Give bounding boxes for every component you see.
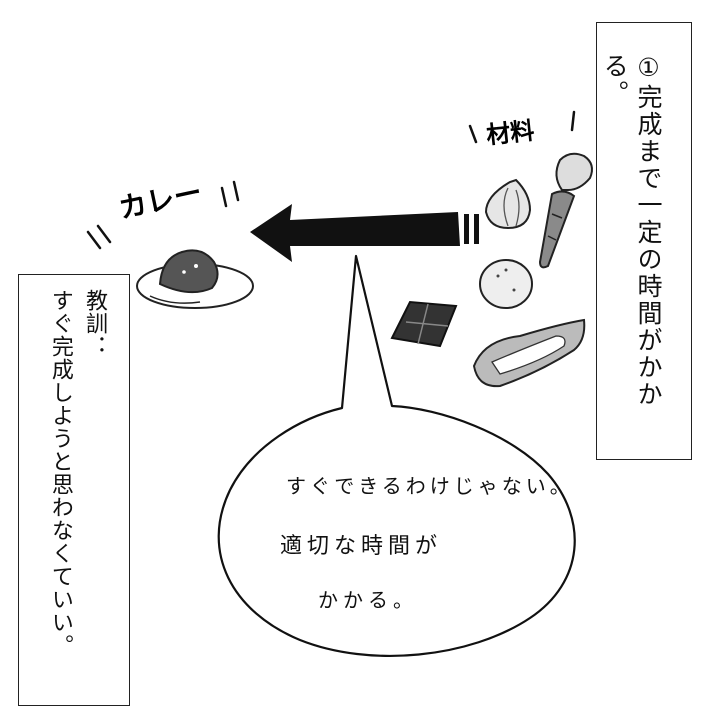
ingredients-label: 材料 <box>485 117 536 150</box>
step-caption-box: ①完成まで一定の時間がかかる。 <box>596 22 692 460</box>
bubble-text-line-1: すぐできるわけじゃない。 <box>286 474 574 498</box>
bubble-text-line-3: かかる。 <box>318 588 418 612</box>
step-caption-text: ①完成まで一定の時間がかかる。 <box>600 53 663 408</box>
carrot-icon <box>538 152 593 269</box>
curry-emphasis-marks <box>86 180 240 250</box>
curry-plate-icon <box>136 249 254 309</box>
meat-icon <box>472 318 586 388</box>
ingredients-emphasis-marks <box>468 110 576 144</box>
lesson-caption-box: 教訓： すぐ完成しようと思わなくていい。 <box>18 274 130 706</box>
curry-label: カレー <box>116 175 205 225</box>
speech-bubble-shape <box>217 254 576 657</box>
lesson-caption-text: 教訓： すぐ完成しようと思わなくていい。 <box>47 289 107 657</box>
onion-icon <box>484 178 532 230</box>
curry-roux-icon <box>390 300 458 348</box>
bubble-text-line-2: 適切な時間が <box>280 534 443 559</box>
process-arrow-icon <box>250 204 479 262</box>
potato-icon <box>479 259 533 309</box>
